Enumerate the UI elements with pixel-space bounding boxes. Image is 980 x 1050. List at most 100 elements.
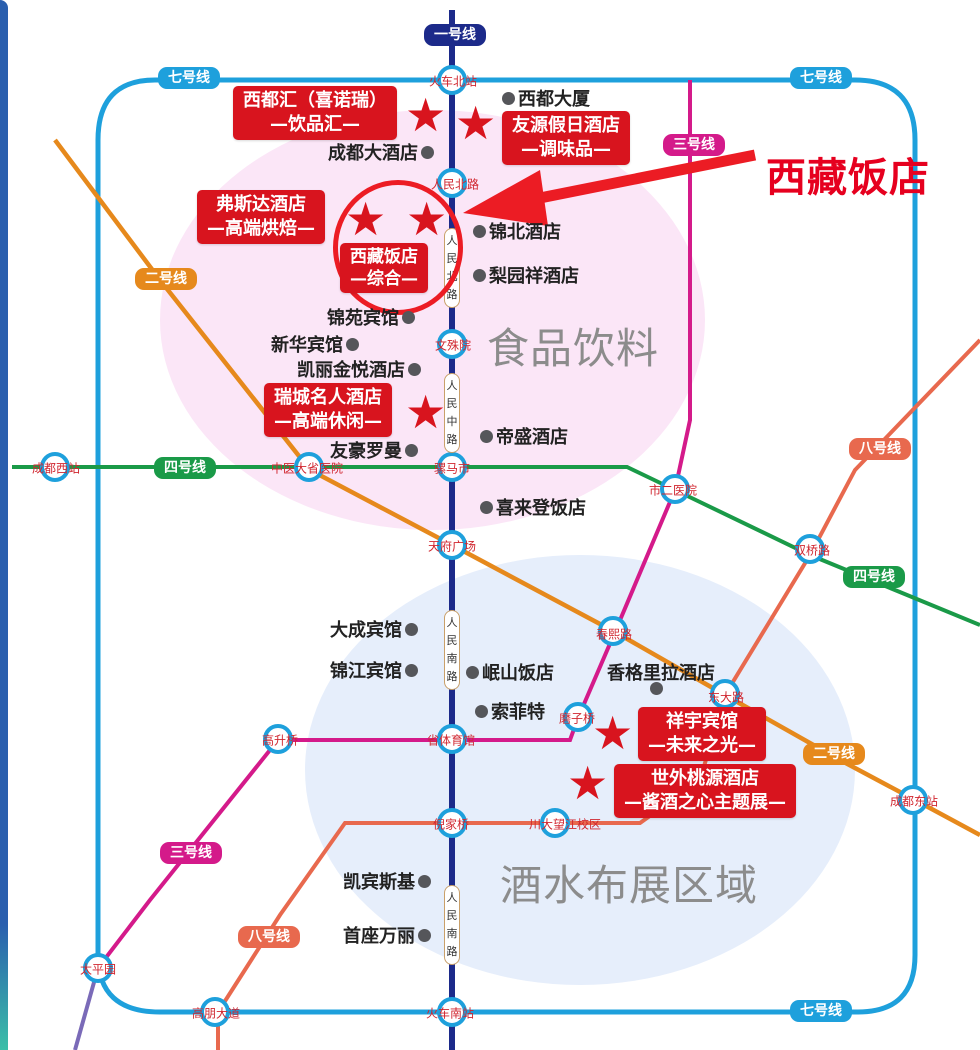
- station-label: 成都西站: [31, 461, 81, 476]
- station-label: 市二医院: [648, 483, 698, 498]
- road-renminnanlu-lower: 人民南路: [444, 885, 460, 965]
- venue-theme: —调味品—: [521, 139, 611, 160]
- hotel-minshan[interactable]: 岷山饭店: [466, 659, 554, 685]
- hotel-jinyuan[interactable]: 锦苑宾馆: [327, 304, 415, 330]
- hotel-liyuanxiang[interactable]: 梨园祥酒店: [473, 262, 579, 288]
- station-label: 文殊院: [434, 338, 472, 353]
- hotel-shouzuowanli[interactable]: 首座万丽: [343, 922, 431, 948]
- venue-theme: —高端休闲—: [274, 411, 382, 432]
- venue-theme: —高端烘焙—: [207, 218, 315, 239]
- hotel-dacheng[interactable]: 大成宾馆: [330, 616, 418, 642]
- callout-highlight-circle: [333, 180, 463, 315]
- callout-arrowhead: [463, 170, 548, 226]
- line7-tag-top-left: 七号线: [158, 67, 220, 89]
- station-label: 倪家桥: [432, 817, 470, 832]
- station-huochebeizhan[interactable]: [437, 65, 467, 95]
- dot-icon: [475, 704, 488, 718]
- station-luomashi[interactable]: [437, 452, 467, 482]
- station-label: 骡马市: [433, 461, 471, 476]
- hotel-xidudasha[interactable]: 西都大厦: [502, 85, 590, 111]
- line2-tag-right: 二号线: [803, 743, 865, 765]
- line4-tag-right: 四号线: [843, 566, 905, 588]
- station-moziqiao[interactable]: [563, 702, 593, 732]
- line1-tag: 一号线: [424, 24, 486, 46]
- station-shengtiyuguan[interactable]: [437, 724, 467, 754]
- dot-icon: [405, 622, 418, 636]
- station-chuandawangjiang[interactable]: [540, 808, 570, 838]
- hotel-jinjiang[interactable]: 锦江宾馆: [330, 657, 418, 683]
- callout-title: 西藏饭店: [766, 155, 930, 201]
- venue-xiduhui[interactable]: 西都汇（喜诺瑞） —饮品汇—: [233, 86, 397, 140]
- line4-tag-left: 四号线: [154, 457, 216, 479]
- hotel-suofeite[interactable]: 索菲特: [475, 698, 545, 724]
- station-renminbeilu[interactable]: [437, 168, 467, 198]
- line2-path: [53, 138, 980, 837]
- venue-theme: —酱酒之心主题展—: [624, 792, 786, 813]
- station-chengduxizhan[interactable]: [40, 452, 70, 482]
- hotel-chengdudajiudian[interactable]: 成都大酒店: [328, 139, 434, 165]
- star-icon: ★: [405, 385, 447, 439]
- venue-ruicheng[interactable]: 瑞城名人酒店 —高端休闲—: [264, 383, 392, 437]
- station-label: 双桥路: [793, 543, 831, 558]
- venue-fusida[interactable]: 弗斯达酒店 —高端烘焙—: [197, 190, 325, 244]
- venue-name: 弗斯达酒店: [216, 194, 306, 215]
- station-shuangqiaolu[interactable]: [795, 534, 825, 564]
- line8-tag-bottom: 八号线: [238, 926, 300, 948]
- line2-tag-left: 二号线: [135, 268, 197, 290]
- dot-icon: [502, 91, 515, 105]
- hotel-xianggelila[interactable]: 香格里拉酒店: [607, 663, 715, 684]
- star-icon: ★: [345, 192, 387, 246]
- station-nijiaqiao[interactable]: [437, 808, 467, 838]
- hotel-disheng[interactable]: 帝盛酒店: [480, 423, 568, 449]
- station-gaoshengqiao[interactable]: [263, 724, 293, 754]
- station-label: 人民北路: [430, 177, 480, 192]
- dot-icon: [650, 682, 663, 695]
- station-zhongyidashengyiyuan[interactable]: [294, 452, 324, 482]
- station-chengdudongzhan[interactable]: [898, 785, 928, 815]
- station-label: 成都东站: [889, 794, 939, 809]
- station-chunxilu[interactable]: [598, 616, 628, 646]
- station-label: 东大路: [707, 690, 745, 705]
- venue-name: 西都汇（喜诺瑞）: [243, 90, 387, 111]
- station-label: 天府广场: [427, 539, 477, 554]
- station-gaopengdadao[interactable]: [200, 997, 230, 1027]
- callout-arrow-shaft: [503, 149, 757, 211]
- station-dongdalu[interactable]: [710, 679, 740, 709]
- dot-icon: [480, 429, 493, 443]
- station-shieryiyuan[interactable]: [660, 474, 690, 504]
- dot-icon: [405, 443, 418, 457]
- venue-name: 友源假日酒店: [512, 115, 620, 136]
- line7-tag-top-right: 七号线: [790, 67, 852, 89]
- venue-xiangyu[interactable]: 祥宇宾馆 —未来之光—: [638, 707, 766, 761]
- line7-tag-bottom: 七号线: [790, 1000, 852, 1022]
- hotel-kailijinyue[interactable]: 凯丽金悦酒店: [297, 356, 421, 382]
- station-label: 高升桥: [261, 733, 299, 748]
- line8-tag-right: 八号线: [849, 438, 911, 460]
- dot-icon: [408, 362, 421, 376]
- dot-icon: [418, 928, 431, 942]
- hotel-jinbei[interactable]: 锦北酒店: [473, 218, 561, 244]
- station-wenshuyuan[interactable]: [437, 329, 467, 359]
- dot-icon: [405, 663, 418, 677]
- station-tianfuguangchang[interactable]: [437, 530, 467, 560]
- dot-icon: [473, 268, 486, 282]
- zone-drink-label: 酒水布展区域: [500, 861, 759, 910]
- road-renminnanlu-upper: 人民南路: [444, 610, 460, 690]
- venue-theme: —饮品汇—: [270, 114, 360, 135]
- station-label: 中医大省医院: [270, 461, 344, 476]
- station-taipingyuan[interactable]: [83, 953, 113, 983]
- dot-icon: [418, 874, 431, 888]
- star-icon: ★: [405, 88, 447, 142]
- hotel-xilaideng[interactable]: 喜来登饭店: [480, 494, 586, 520]
- hotel-kaibinsiji[interactable]: 凯宾斯基: [343, 868, 431, 894]
- dot-icon: [473, 224, 486, 238]
- venue-youyuan[interactable]: 友源假日酒店 —调味品—: [502, 111, 630, 165]
- venue-xizang[interactable]: 西藏饭店 —综合—: [340, 243, 428, 293]
- hotel-xinhua[interactable]: 新华宾馆: [271, 331, 359, 357]
- venue-name: 瑞城名人酒店: [274, 387, 382, 408]
- station-huochenanzhan[interactable]: [437, 997, 467, 1027]
- star-icon: ★: [406, 192, 448, 246]
- venue-shiwaitaoyuan[interactable]: 世外桃源酒店 —酱酒之心主题展—: [614, 764, 796, 818]
- hotel-youhaoluoman[interactable]: 友豪罗曼: [330, 437, 418, 463]
- station-label: 火车北站: [428, 74, 478, 89]
